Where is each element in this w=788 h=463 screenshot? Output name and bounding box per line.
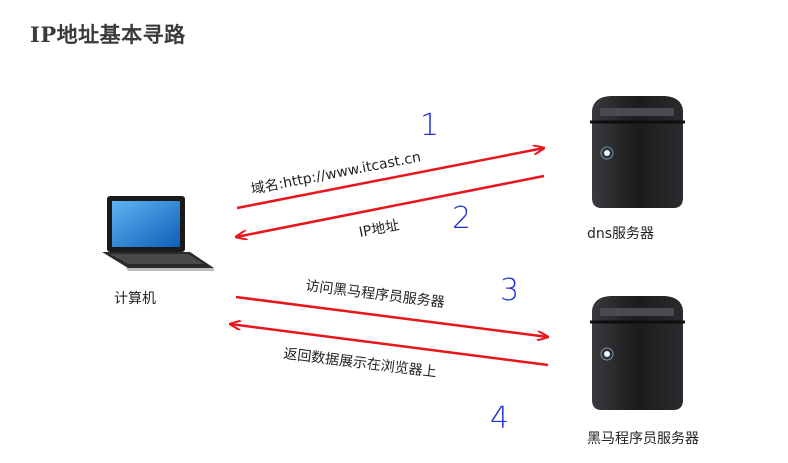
arrow-step-3 <box>235 295 548 337</box>
arrow-step-1 <box>236 148 544 210</box>
page-title: IP地址基本寻路 <box>30 22 186 47</box>
arrow-step-2 <box>236 174 545 237</box>
step-3-label: 访问黑马程序员服务器 <box>305 278 446 311</box>
dns-server-icon <box>590 96 685 208</box>
laptop-icon <box>102 196 214 271</box>
computer-label: 计算机 <box>114 291 156 307</box>
step-2-label: IP地址 <box>358 217 401 240</box>
web-server-label: 黑马程序员服务器 <box>587 431 699 447</box>
step-3-number: 3 <box>500 273 519 308</box>
arrow-step-4 <box>230 324 549 367</box>
web-server-icon <box>590 296 685 410</box>
step-4-number: 4 <box>490 401 509 436</box>
step-1-number: 1 <box>420 108 439 143</box>
step-2-number: 2 <box>452 201 471 236</box>
dns-server-label: dns服务器 <box>587 226 654 242</box>
step-4-label: 返回数据展示在浏览器上 <box>283 346 438 381</box>
step-1-label: 域名:http://www.itcast.cn <box>250 149 422 198</box>
